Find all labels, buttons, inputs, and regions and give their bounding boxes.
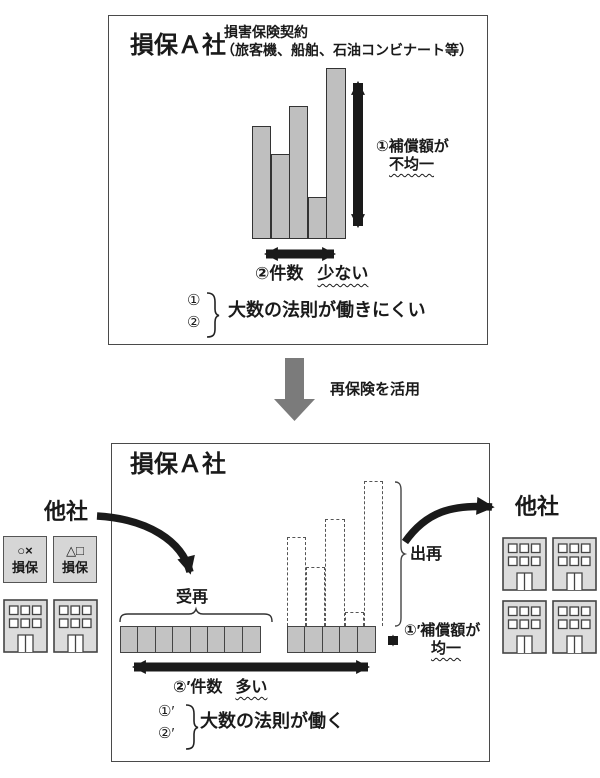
few-cases-label: ②件数少ない bbox=[255, 264, 368, 284]
contract-detail: （旅客機、船舶、石油コンビナート等） bbox=[221, 42, 473, 58]
contract-cell bbox=[241, 626, 261, 653]
many-cases-label: ②′件数多い bbox=[173, 679, 267, 697]
contract-cell bbox=[339, 626, 359, 653]
company-name: 損保 bbox=[61, 559, 88, 575]
contract-cell bbox=[189, 626, 209, 653]
law-of-large-numbers-weak-label: 大数の法則が働きにくい bbox=[228, 300, 426, 320]
contract-cell bbox=[321, 626, 341, 653]
uneven-amount-label-line2: 不均一 bbox=[389, 156, 435, 173]
ceded-dashed-bar bbox=[325, 519, 345, 626]
building-icon bbox=[502, 537, 547, 591]
assumed-contracts-cells bbox=[120, 626, 261, 653]
transition-down-arrow-icon bbox=[274, 358, 315, 421]
company-box-marubatsu: ○× 損保 bbox=[3, 536, 47, 583]
contract-cell bbox=[356, 626, 376, 653]
left-buildings bbox=[3, 599, 98, 653]
right-buildings-row1 bbox=[502, 537, 597, 591]
company-a-box-after bbox=[111, 443, 490, 762]
contract-cell bbox=[207, 626, 227, 653]
contract-cell bbox=[154, 626, 174, 653]
law-of-large-numbers-works-label: 大数の法則が働く bbox=[200, 711, 344, 731]
note-item-1-prime: ①′ bbox=[158, 703, 175, 720]
company-box-sankakushikaku: △□ 損保 bbox=[53, 536, 97, 583]
contract-cell bbox=[224, 626, 244, 653]
top-box-title: 損保Ａ社 bbox=[130, 32, 226, 59]
cases-label: ②件数 bbox=[255, 264, 304, 283]
uniform-amount-label-line1: ①′補償額が bbox=[404, 622, 481, 639]
other-companies-label-right: 他社 bbox=[515, 494, 560, 519]
note-item-2: ② bbox=[187, 314, 201, 331]
cases-value: 少ない bbox=[317, 264, 369, 283]
company-symbols: ○× bbox=[17, 542, 33, 558]
claim-bar bbox=[270, 154, 290, 239]
company-symbols: △□ bbox=[66, 542, 84, 558]
assumed-label: 受再 bbox=[176, 589, 209, 606]
uneven-amount-label-line1: ①補償額が bbox=[376, 138, 449, 155]
building-icon bbox=[552, 537, 597, 591]
building-icon bbox=[502, 600, 547, 654]
claim-bar bbox=[307, 197, 327, 239]
bottom-box-title: 損保Ａ社 bbox=[130, 451, 226, 478]
cases-label-prime: ②′件数 bbox=[173, 679, 223, 696]
building-icon bbox=[552, 600, 597, 654]
cases-value-prime: 多い bbox=[235, 679, 268, 696]
right-buildings-row2 bbox=[502, 600, 597, 654]
ceded-label: 出再 bbox=[410, 546, 443, 563]
ceded-dashed-bar bbox=[363, 481, 383, 626]
contract-label: 損害保険契約 bbox=[224, 24, 308, 40]
company-name: 損保 bbox=[11, 559, 38, 575]
ceded-dashed-bar bbox=[306, 567, 326, 626]
retained-contracts-cells bbox=[287, 626, 376, 653]
building-icon bbox=[3, 599, 48, 653]
ceded-dashed-bar bbox=[344, 612, 364, 626]
contract-cell bbox=[172, 626, 192, 653]
building-icon bbox=[53, 599, 98, 653]
claim-bar bbox=[289, 106, 309, 239]
transition-label: 再保険を活用 bbox=[330, 381, 421, 398]
contract-cell bbox=[304, 626, 324, 653]
contract-cell bbox=[137, 626, 157, 653]
claim-bar bbox=[252, 126, 272, 239]
other-companies-label-left: 他社 bbox=[44, 499, 89, 524]
uniform-amount-label-line2: 均一 bbox=[431, 640, 462, 657]
contract-cell bbox=[287, 626, 306, 653]
ceded-dashed-bar bbox=[287, 537, 307, 626]
claim-bar bbox=[326, 68, 346, 239]
note-item-2-prime: ②′ bbox=[158, 725, 175, 742]
contract-cell bbox=[120, 626, 139, 653]
note-item-1: ① bbox=[187, 292, 201, 309]
